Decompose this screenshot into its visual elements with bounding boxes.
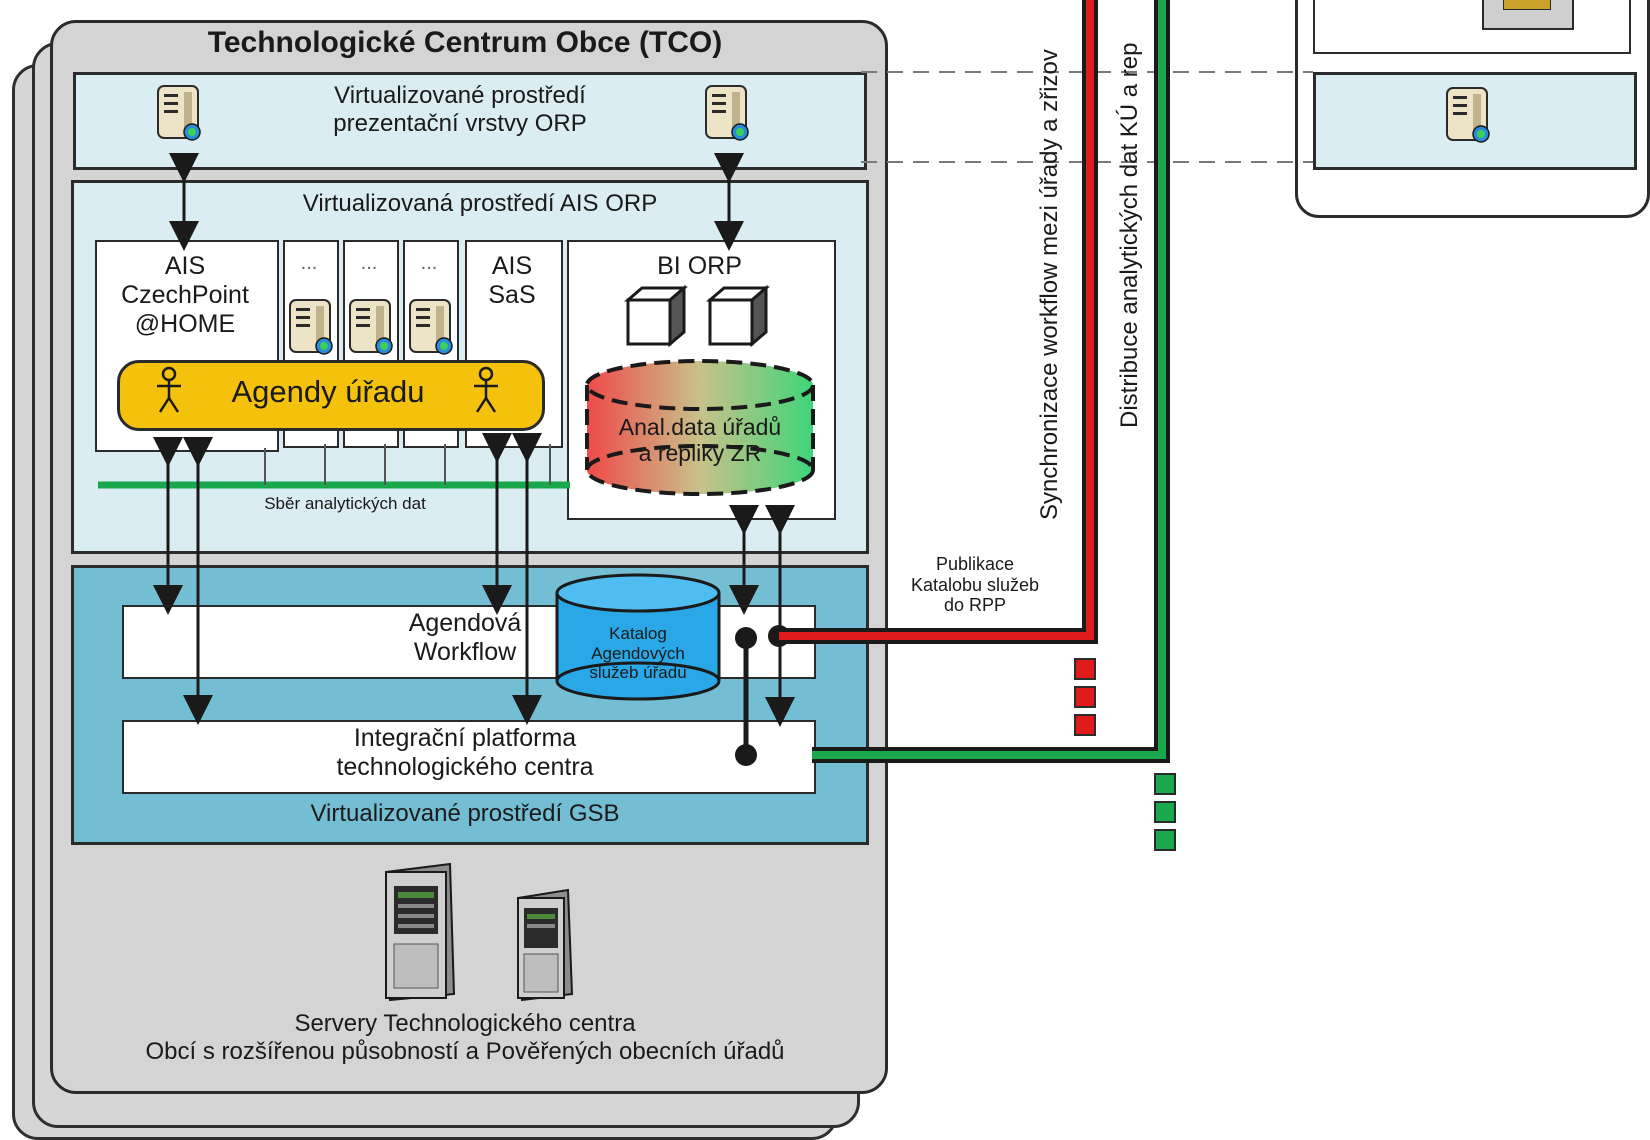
anal-data-cylinder-icon [585, 359, 815, 496]
right-partial-inner-top [1313, 0, 1631, 54]
person-left-icon [157, 366, 181, 413]
ais-server-1-icon [289, 299, 333, 355]
distribuce-label: Distribuce analytických dat KÚ a rep [1116, 42, 1143, 429]
tco-title: Technologické Centrum Obce (TCO) [207, 26, 723, 59]
ais-server-3-icon [409, 299, 453, 355]
ais-czechpoint-label: AIS CzechPoint @HOME [121, 252, 249, 338]
ellipsis-label-2: ... [360, 252, 378, 274]
synchronizace-label: Synchronizace workflow mezi úřady a zřiz… [1036, 49, 1063, 520]
gsb-layer-label: Virtualizované prostředí GSB [310, 800, 620, 827]
integracni-platforma-box [122, 720, 816, 794]
presentation-server-right-icon [705, 85, 749, 141]
right-server-icon [1446, 87, 1490, 143]
synchronizace-line [779, 0, 1098, 644]
green-continuation-square-2 [1154, 801, 1176, 823]
distribuce-line [812, 0, 1170, 763]
bi-cube-2-icon [705, 284, 771, 348]
ais-layer-label: Virtualizovaná prostředí AIS ORP [302, 190, 658, 217]
presentation-layer-label: Virtualizované prostředí prezentační vrs… [333, 82, 587, 137]
agendy-uradu-bar [117, 360, 545, 431]
ais-sas-label: AIS SaS [488, 252, 536, 309]
bi-cube-1-icon [623, 284, 689, 348]
ellipsis-label-1: ... [300, 252, 318, 274]
right-partial-device [1482, 0, 1574, 30]
person-right-icon [474, 366, 498, 413]
anal-data-label: Anal.data úřadů a repliky ZR [618, 414, 782, 467]
agendy-uradu-label: Agendy úřadu [231, 374, 425, 409]
red-continuation-square-1 [1074, 658, 1096, 680]
servery-label: Servery Technologického centra Obcí s ro… [145, 1010, 785, 1065]
sber-label: Sběr analytických dat [264, 494, 426, 513]
right-partial-device-inner [1503, 0, 1551, 10]
red-continuation-square-2 [1074, 686, 1096, 708]
katalog-cylinder-icon [555, 573, 721, 701]
agendova-workflow-label: Agendová Workflow [408, 609, 522, 666]
ais-server-2-icon [349, 299, 393, 355]
publikace-label: Publikace Katalobu služeb do RPP [910, 554, 1040, 616]
green-continuation-square-3 [1154, 829, 1176, 851]
tower-server-small-icon [516, 888, 574, 1002]
presentation-server-left-icon [157, 85, 201, 141]
tower-server-large-icon [384, 862, 456, 1002]
red-continuation-square-3 [1074, 714, 1096, 736]
workflow-dot-left [735, 627, 757, 649]
katalog-label: Katalog Agendových služeb úřadu [589, 624, 687, 683]
ellipsis-label-3: ... [420, 252, 438, 274]
green-continuation-square-1 [1154, 773, 1176, 795]
integration-dot [735, 744, 757, 766]
sber-connectors [264, 444, 551, 485]
diagram-canvas [98, 0, 1490, 1002]
bi-orp-label: BI ORP [657, 252, 742, 280]
integracni-label: Integrační platforma technologického cen… [336, 724, 594, 781]
